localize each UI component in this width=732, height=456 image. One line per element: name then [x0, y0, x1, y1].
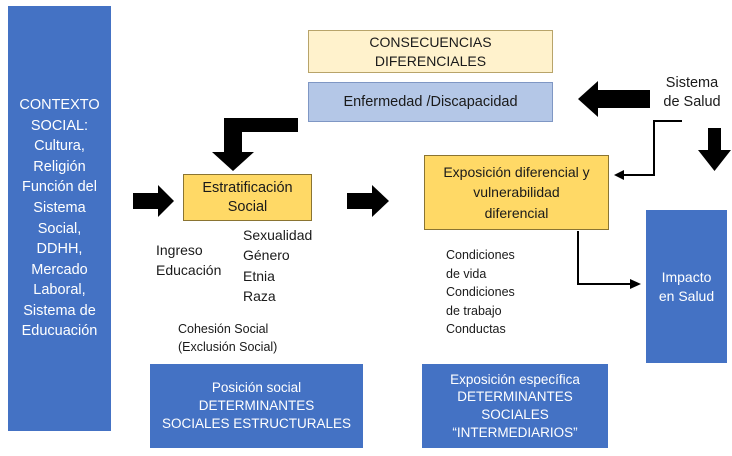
estratificacion-text: Estratificación Social [202, 179, 293, 215]
arrow-sistema-to-enfermedad [578, 81, 650, 117]
contexto-social-text: CONTEXTO SOCIAL: Cultura, Religión Funci… [19, 97, 100, 340]
thin-arrow-exposicion-to-impacto [577, 231, 630, 285]
thin-arrow-sistema-to-exposicion [622, 120, 682, 176]
sistema-salud-label: Sistema de Salud [663, 75, 721, 110]
arrow-contexto-to-estratificacion [133, 185, 174, 217]
arrow-enfermedad-to-estratificacion [212, 118, 298, 171]
enfermedad-text: Enfermedad /Discapacidad [343, 94, 518, 110]
arrow-sistema-to-impacto [698, 128, 731, 171]
estratificacion-box: Estratificación Social [183, 174, 312, 221]
impacto-salud-text: Impacto en Salud [658, 268, 715, 304]
posicion-social-text: Posición social DETERMINANTES SOCIALES E… [161, 379, 352, 432]
exposicion-especifica-text: Exposición específica DETERMINANTES SOCI… [450, 371, 580, 440]
contexto-social-box: CONTEXTO SOCIAL: Cultura, Religión Funci… [8, 6, 111, 431]
impacto-salud-box: Impacto en Salud [646, 210, 727, 363]
sexualidad-list-text: Sexualidad Género Etnia Raza [243, 227, 313, 304]
exposicion-diferencial-box: Exposición diferencial y vulnerabilidad … [424, 155, 609, 230]
arrow-estratificacion-to-exposicion [347, 185, 389, 217]
cohesion-text: Cohesión Social (Exclusión Social) [178, 322, 278, 355]
ingreso-educacion-text: Ingreso Educación [156, 242, 222, 279]
condiciones-text: Condiciones de vida Condiciones de traba… [446, 248, 515, 336]
thin-arrowhead-impacto [630, 279, 641, 289]
exposicion-diferencial-text: Exposición diferencial y vulnerabilidad … [443, 164, 590, 221]
exposicion-especifica-box: Exposición específica DETERMINANTES SOCI… [422, 364, 608, 448]
consecuencias-text: CONSECUENCIAS DIFERENCIALES [369, 34, 492, 69]
enfermedad-box: Enfermedad /Discapacidad [308, 82, 553, 122]
consecuencias-box: CONSECUENCIAS DIFERENCIALES [308, 30, 553, 73]
posicion-social-box: Posición social DETERMINANTES SOCIALES E… [150, 364, 363, 448]
thin-arrowhead-exposicion [614, 170, 624, 180]
